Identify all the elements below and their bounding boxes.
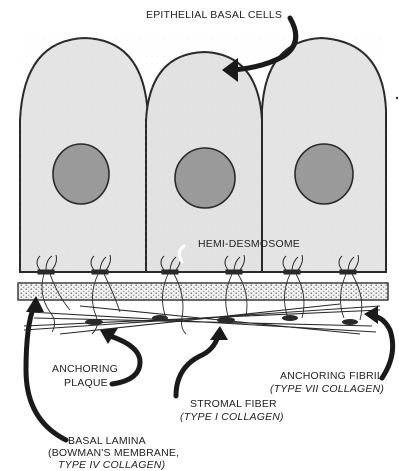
nuclei [53, 144, 353, 208]
label-basal-lamina-line2: (BOWMAN'S MEMBRANE, [48, 447, 179, 459]
arrow-anchoring-fibril [374, 316, 393, 378]
label-anchoring-fibril-line2: (TYPE VII COLLAGEN) [270, 383, 384, 395]
stromal-fibers [24, 304, 380, 334]
label-stromal-fiber-line1: STROMAL FIBER [190, 398, 277, 410]
stray-dot [396, 97, 398, 99]
nucleus-left [53, 144, 109, 204]
label-anchoring-plaque-line1: ANCHORING [52, 363, 118, 375]
nucleus-right [295, 144, 353, 204]
nucleus-middle [175, 148, 235, 208]
label-anchoring-fibril-line1: ANCHORING FIBRIL [280, 370, 383, 382]
basal-lamina [18, 283, 388, 300]
label-hemi-desmosome: HEMI-DESMOSOME [198, 238, 300, 250]
label-basal-lamina-line1: BASAL LAMINA [68, 435, 146, 447]
arrow-anchoring-plaque [110, 336, 140, 384]
label-anchoring-plaque-line2: PLAQUE [64, 377, 108, 389]
label-basal-lamina-line3: TYPE IV COLLAGEN) [58, 459, 165, 471]
label-epithelial-basal-cells: EPITHELIAL BASAL CELLS [146, 9, 282, 21]
arrow-stromal-fiber [176, 336, 218, 396]
label-stromal-fiber-line2: (TYPE I COLLAGEN) [180, 411, 284, 423]
